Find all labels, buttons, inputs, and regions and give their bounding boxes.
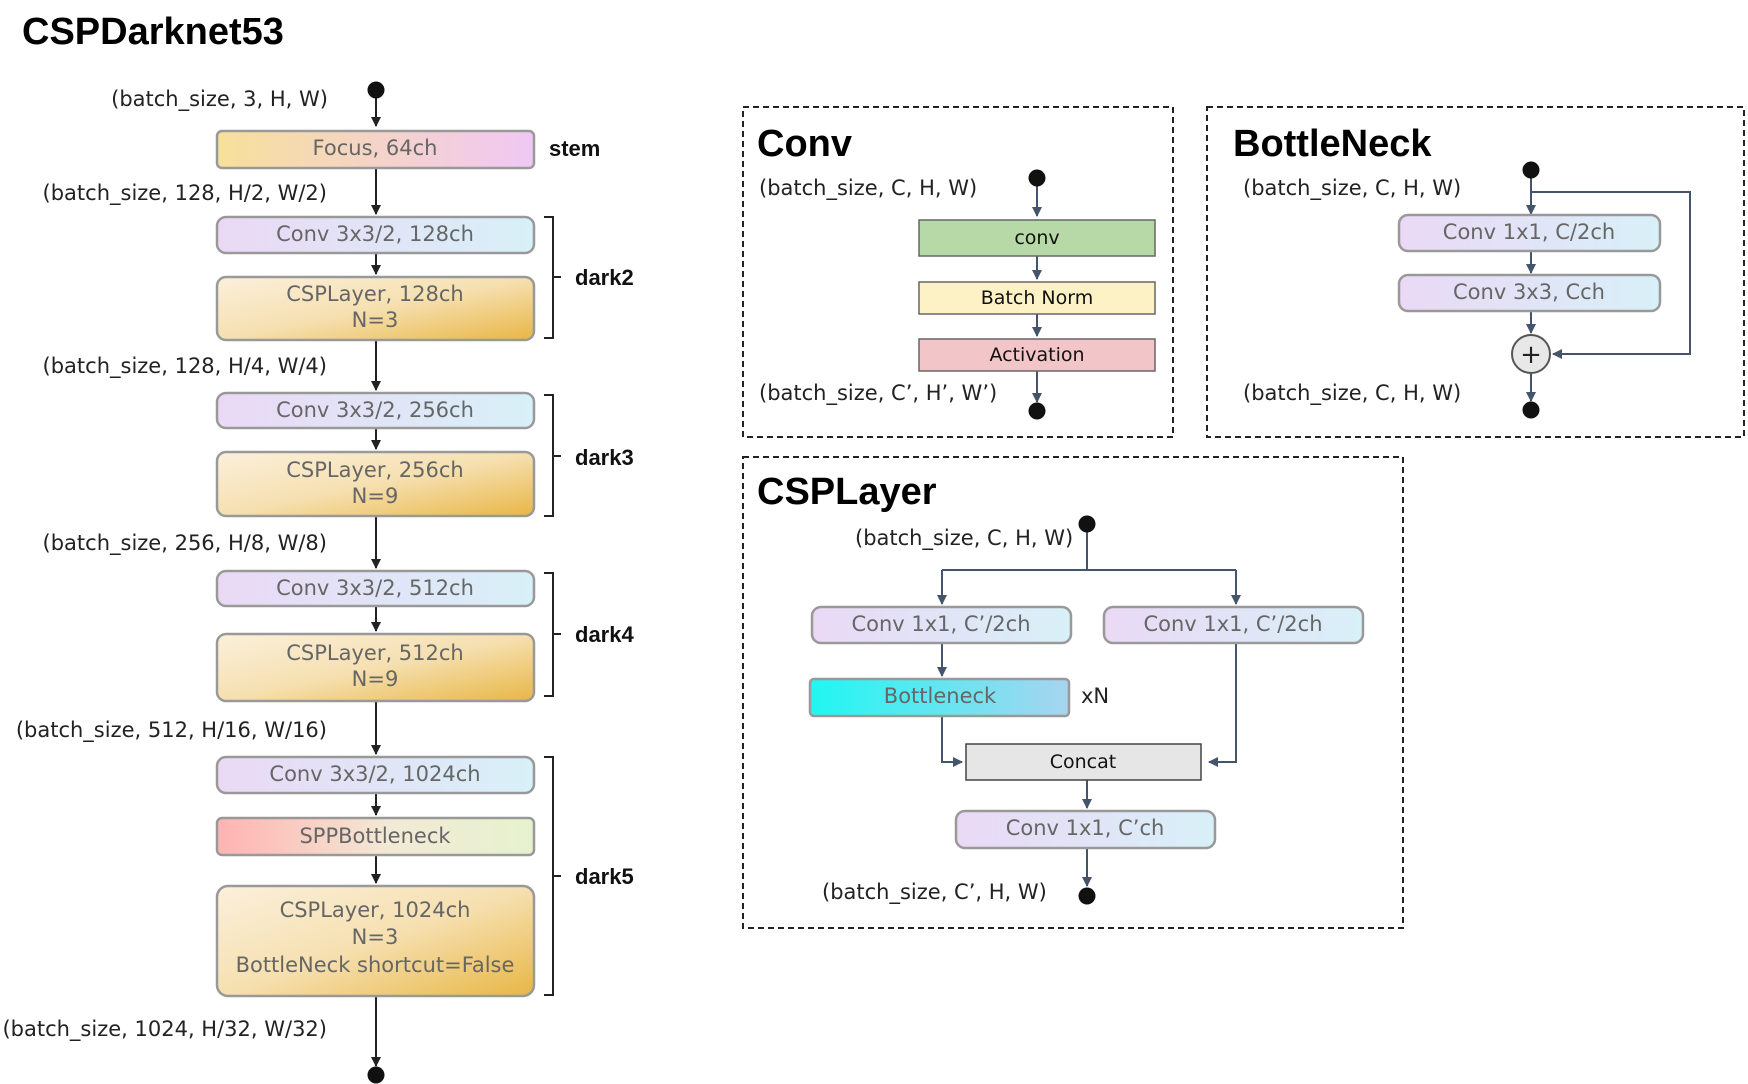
batchnorm-block: Batch Norm xyxy=(918,281,1156,315)
svg-text:Conv 3x3/2, 512ch: Conv 3x3/2, 512ch xyxy=(276,576,474,600)
activation-block: Activation xyxy=(918,338,1156,372)
conv-output-node xyxy=(1028,402,1046,420)
svg-text:N=9: N=9 xyxy=(352,484,399,508)
svg-text:N=3: N=3 xyxy=(352,925,399,949)
bottleneck-input-shape: (batch_size, C, H, W) xyxy=(1243,176,1461,201)
spp-bottleneck-block: SPPBottleneck xyxy=(215,816,536,857)
svg-text:CSPLayer, 512ch: CSPLayer, 512ch xyxy=(286,641,464,665)
bottleneck-conv1x1-block: Conv 1x1, C/2ch xyxy=(1397,213,1662,253)
conv-input-shape: (batch_size, C, H, W) xyxy=(759,176,977,201)
repeat-label: xN xyxy=(1081,684,1109,708)
svg-text:conv: conv xyxy=(1014,227,1059,249)
svg-text:Bottleneck: Bottleneck xyxy=(884,684,997,708)
stage-label-dark3: dark3 xyxy=(575,445,634,470)
stage-label-stem: stem xyxy=(549,136,600,161)
shape-label: (batch_size, 1024, H/32, W/32) xyxy=(2,1017,327,1042)
svg-text:N=9: N=9 xyxy=(352,667,399,691)
csplayer-output-shape: (batch_size, C’, H, W) xyxy=(822,880,1047,905)
csplayer-out-conv-block: Conv 1x1, C’ch xyxy=(954,809,1217,850)
bottleneck-panel-title: BottleNeck xyxy=(1233,123,1432,165)
input-node xyxy=(367,81,385,99)
svg-text:Activation: Activation xyxy=(989,344,1084,366)
svg-text:CSPLayer, 256ch: CSPLayer, 256ch xyxy=(286,458,464,482)
bottleneck-output-node xyxy=(1522,401,1540,419)
conv-output-shape: (batch_size, C’, H’, W’) xyxy=(759,381,997,406)
bottleneck-panel: BottleNeck (batch_size, C, H, W) (batch_… xyxy=(1206,106,1745,438)
svg-text:Focus, 64ch: Focus, 64ch xyxy=(313,136,438,160)
csplayer-block-dark2: CSPLayer, 128ch N=3 xyxy=(215,275,536,342)
svg-text:Conv 1x1, C’/2ch: Conv 1x1, C’/2ch xyxy=(1143,612,1322,636)
stage-label-dark2: dark2 xyxy=(575,265,634,290)
bottleneck-conv3x3-block: Conv 3x3, Cch xyxy=(1397,273,1662,313)
focus-block: Focus, 64ch xyxy=(215,129,536,170)
conv-panel-title: Conv xyxy=(757,123,852,165)
shape-label: (batch_size, 128, H/4, W/4) xyxy=(43,354,327,379)
svg-text:Batch Norm: Batch Norm xyxy=(981,287,1093,309)
page-title: CSPDarknet53 xyxy=(22,11,284,53)
svg-text:N=3: N=3 xyxy=(352,308,399,332)
csplayer-bottleneck-block: Bottleneck xyxy=(808,677,1071,718)
csplayer-input-shape: (batch_size, C, H, W) xyxy=(855,526,1073,551)
conv-op-block: conv xyxy=(918,219,1156,257)
svg-text:Conv 3x3/2, 256ch: Conv 3x3/2, 256ch xyxy=(276,398,474,422)
concat-block: Concat xyxy=(965,743,1202,781)
svg-text:Conv 3x3/2, 128ch: Conv 3x3/2, 128ch xyxy=(276,222,474,246)
conv-block-dark3: Conv 3x3/2, 256ch xyxy=(215,391,536,430)
csplayer-left-conv-block: Conv 1x1, C’/2ch xyxy=(810,605,1073,645)
stage-label-dark5: dark5 xyxy=(575,864,634,889)
output-node xyxy=(367,1066,385,1084)
svg-text:Conv 1x1, C’ch: Conv 1x1, C’ch xyxy=(1006,816,1165,840)
add-node: + xyxy=(1511,334,1551,374)
svg-text:CSPLayer, 1024ch: CSPLayer, 1024ch xyxy=(280,898,471,922)
svg-text:CSPLayer, 128ch: CSPLayer, 128ch xyxy=(286,282,464,306)
svg-text:Concat: Concat xyxy=(1050,751,1116,773)
shape-label: (batch_size, 512, H/16, W/16) xyxy=(16,718,327,743)
stage-label-dark4: dark4 xyxy=(575,622,634,647)
svg-text:Conv 3x3/2, 1024ch: Conv 3x3/2, 1024ch xyxy=(269,762,480,786)
conv-block-dark4: Conv 3x3/2, 512ch xyxy=(215,569,536,608)
csplayer-input-node xyxy=(1078,515,1096,533)
csplayer-output-node xyxy=(1078,887,1096,905)
cspdarknet-panel: CSPDarknet53 (batch_size, 3, H, W) (batc… xyxy=(2,11,634,1084)
bottleneck-output-shape: (batch_size, C, H, W) xyxy=(1243,381,1461,406)
conv-block-dark5: Conv 3x3/2, 1024ch xyxy=(215,755,536,795)
csplayer-panel-title: CSPLayer xyxy=(757,471,937,513)
plus-icon: + xyxy=(1520,340,1542,370)
csplayer-block-dark4: CSPLayer, 512ch N=9 xyxy=(215,632,536,703)
svg-text:BottleNeck shortcut=False: BottleNeck shortcut=False xyxy=(236,953,515,977)
shape-label: (batch_size, 256, H/8, W/8) xyxy=(43,531,327,556)
stage-brackets xyxy=(544,216,561,996)
svg-text:SPPBottleneck: SPPBottleneck xyxy=(299,824,451,848)
csplayer-block-dark3: CSPLayer, 256ch N=9 xyxy=(215,450,536,518)
svg-text:Conv 1x1, C/2ch: Conv 1x1, C/2ch xyxy=(1443,220,1615,244)
shape-label: (batch_size, 128, H/2, W/2) xyxy=(43,181,327,206)
svg-text:Conv 1x1, C’/2ch: Conv 1x1, C’/2ch xyxy=(851,612,1030,636)
conv-block-dark2: Conv 3x3/2, 128ch xyxy=(215,215,536,255)
csplayer-block-dark5: CSPLayer, 1024ch N=3 BottleNeck shortcut… xyxy=(215,884,536,998)
bottleneck-input-node xyxy=(1522,161,1540,179)
conv-panel: Conv (batch_size, C, H, W) (batch_size, … xyxy=(742,106,1174,438)
csplayer-panel: CSPLayer (batch_size, C, H, W) (batch_si… xyxy=(742,456,1404,929)
csplayer-right-conv-block: Conv 1x1, C’/2ch xyxy=(1102,605,1365,645)
svg-text:Conv 3x3, Cch: Conv 3x3, Cch xyxy=(1453,280,1605,304)
shape-label: (batch_size, 3, H, W) xyxy=(111,87,328,112)
conv-input-node xyxy=(1028,169,1046,187)
